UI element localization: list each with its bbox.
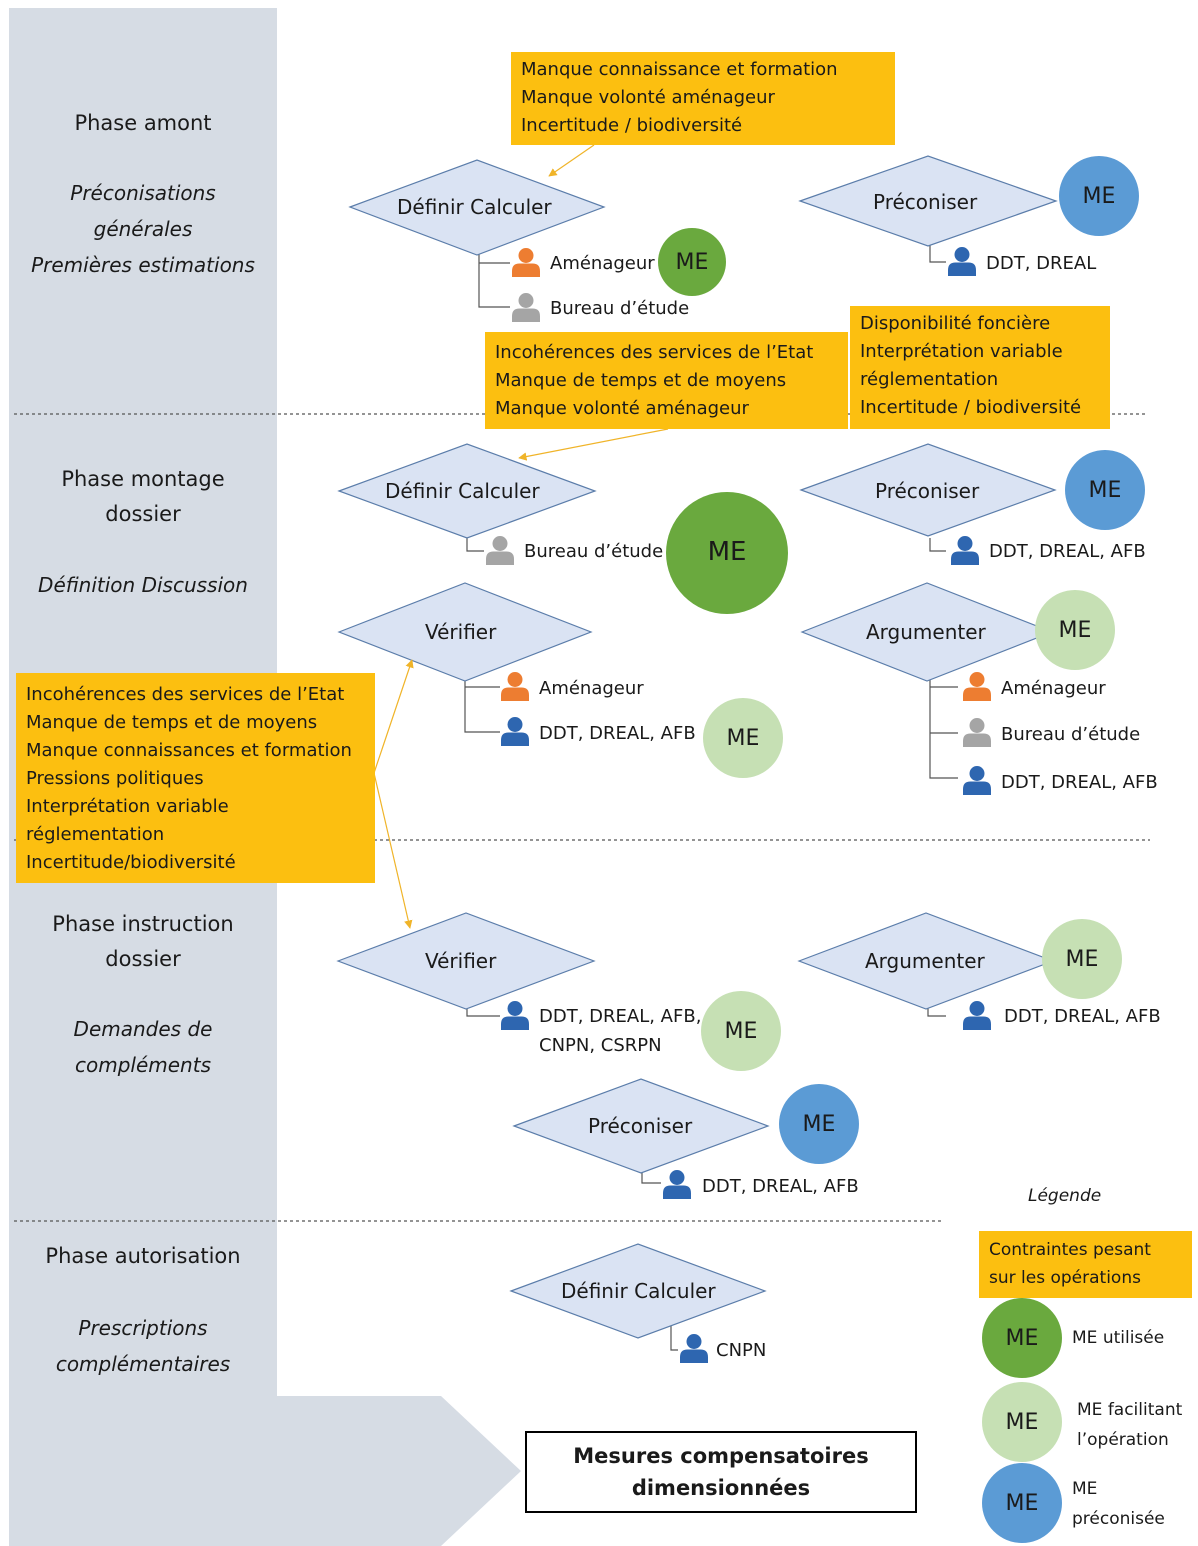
person-gray-icon bbox=[512, 293, 540, 322]
operation-label: Définir Calculer bbox=[561, 1279, 716, 1303]
me-recommended-circle bbox=[1065, 450, 1145, 530]
phase-1-title: Phase amont bbox=[74, 111, 212, 135]
person-gray-icon bbox=[963, 718, 991, 747]
phase-2-subtitle: Définition Discussion bbox=[38, 573, 248, 597]
me-label: ME bbox=[1065, 947, 1099, 972]
actor-label: Bureau d’étude bbox=[550, 298, 690, 319]
diamond-verifier-1 bbox=[337, 582, 593, 682]
me-label: ME bbox=[726, 726, 760, 751]
actor-label: DDT, DREAL, AFB bbox=[539, 723, 696, 744]
person-blue-icon bbox=[680, 1334, 708, 1363]
me-circles bbox=[658, 156, 1145, 1543]
diamond-preconiser-1 bbox=[798, 155, 1058, 247]
me-recommended-circle bbox=[779, 1084, 859, 1164]
operation-label: Préconiser bbox=[588, 1114, 693, 1138]
me-label: ME bbox=[1005, 1410, 1039, 1435]
person-orange-icon bbox=[501, 672, 529, 701]
diamond-verifier-2 bbox=[336, 912, 596, 1010]
diamond-definir-calculer-2 bbox=[337, 443, 597, 539]
diamond-preconiser-2 bbox=[799, 443, 1057, 537]
me-label: ME bbox=[707, 537, 747, 567]
person-blue-icon bbox=[963, 1001, 991, 1030]
legend-used-label: ME utilisée bbox=[1072, 1328, 1165, 1348]
me-used-circle bbox=[658, 228, 726, 296]
person-blue-icon bbox=[963, 766, 991, 795]
operation-label: Argumenter bbox=[865, 949, 985, 973]
operation-label: Préconiser bbox=[875, 479, 980, 503]
person-blue-icon bbox=[501, 717, 529, 746]
diamond-preconiser-3 bbox=[512, 1078, 770, 1174]
actor-label: Aménageur bbox=[1001, 678, 1106, 699]
me-label: ME bbox=[724, 1019, 758, 1044]
operation-label: Vérifier bbox=[425, 949, 497, 973]
actor-label: Aménageur bbox=[550, 253, 655, 274]
me-label: ME bbox=[1082, 184, 1116, 209]
me-label: ME bbox=[1005, 1326, 1039, 1351]
me-used-circle bbox=[666, 492, 788, 614]
me-facilitating-circle bbox=[701, 991, 781, 1071]
person-blue-icon bbox=[951, 536, 979, 565]
me-label: ME bbox=[1088, 478, 1122, 503]
me-facilitating-circle bbox=[703, 698, 783, 778]
actor-label: DDT, DREAL, AFB, bbox=[539, 1006, 702, 1027]
me-facilitating-circle bbox=[1042, 919, 1122, 999]
diamond-definir-calculer-1 bbox=[348, 159, 606, 256]
actor-label: Bureau d’étude bbox=[1001, 724, 1141, 745]
actor-label: DDT, DREAL bbox=[986, 253, 1097, 274]
legend-title: Légende bbox=[1028, 1186, 1102, 1206]
constraint-arrows bbox=[373, 144, 669, 929]
actor-label: Aménageur bbox=[539, 678, 644, 699]
actor-label: Bureau d’étude bbox=[524, 541, 664, 562]
operation-label: Définir Calculer bbox=[385, 479, 540, 503]
operation-label: Définir Calculer bbox=[397, 195, 552, 219]
person-blue-icon bbox=[663, 1170, 691, 1199]
me-used-circle bbox=[982, 1298, 1062, 1378]
actor-label: CNPN bbox=[716, 1340, 767, 1361]
person-gray-icon bbox=[486, 536, 514, 565]
operation-diamonds bbox=[336, 155, 1058, 1339]
me-facilitating-circle bbox=[1035, 590, 1115, 670]
diamond-definir-calculer-3 bbox=[509, 1243, 767, 1339]
me-label: ME bbox=[802, 1112, 836, 1137]
person-blue-icon bbox=[948, 247, 976, 276]
actor-label: DDT, DREAL, AFB bbox=[1004, 1006, 1161, 1027]
person-blue-icon bbox=[501, 1001, 529, 1030]
actor-label: DDT, DREAL, AFB bbox=[1001, 772, 1158, 793]
operation-label: Argumenter bbox=[866, 620, 986, 644]
operation-label: Vérifier bbox=[425, 620, 497, 644]
me-label: ME bbox=[1005, 1491, 1039, 1516]
actor-label: CNPN, CSRPN bbox=[539, 1035, 662, 1056]
person-orange-icon bbox=[963, 672, 991, 701]
me-recommended-circle bbox=[982, 1463, 1062, 1543]
operation-label: Préconiser bbox=[873, 190, 978, 214]
actor-label: DDT, DREAL, AFB bbox=[702, 1176, 859, 1197]
me-label: ME bbox=[1058, 618, 1092, 643]
phase-4-title: Phase autorisation bbox=[45, 1244, 241, 1268]
actor-label: DDT, DREAL, AFB bbox=[989, 541, 1146, 562]
me-facilitating-circle bbox=[982, 1382, 1062, 1462]
me-recommended-circle bbox=[1059, 156, 1139, 236]
person-orange-icon bbox=[512, 248, 540, 277]
me-label: ME bbox=[675, 250, 709, 275]
